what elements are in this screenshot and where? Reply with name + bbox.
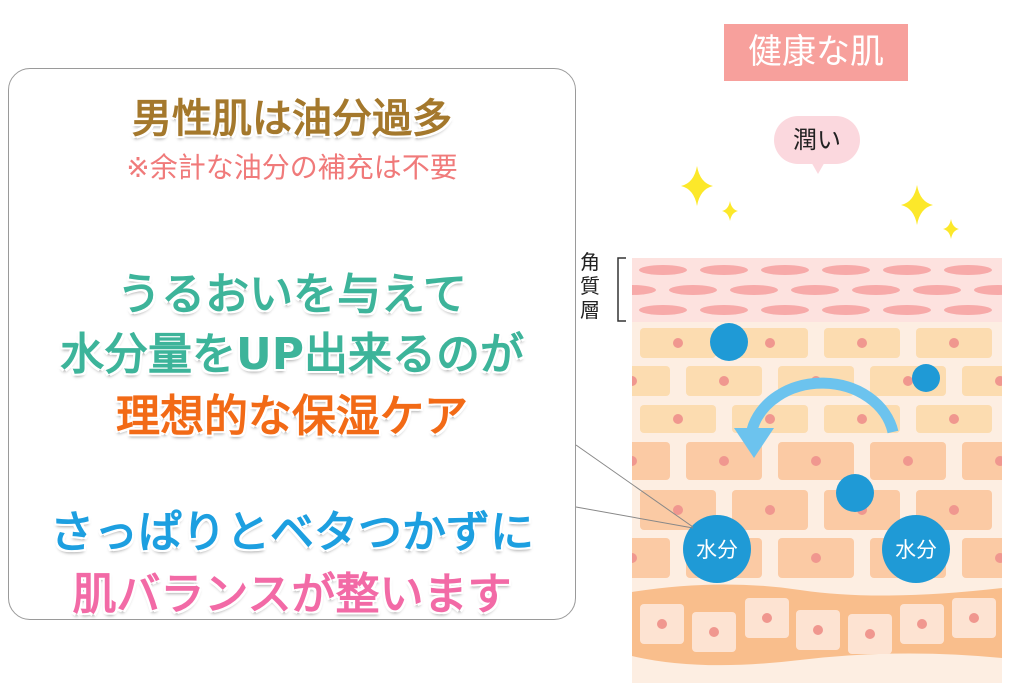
- corneum-cell: [822, 265, 870, 275]
- nucleus: [673, 338, 683, 348]
- corneum-cell: [852, 285, 900, 295]
- pointer-line: [575, 444, 694, 528]
- water-droplet-icon: [912, 364, 940, 392]
- sparkle-icon: [722, 201, 738, 221]
- nucleus: [765, 414, 775, 424]
- corneum-cell: [578, 265, 626, 275]
- sparkle-icon: [943, 219, 959, 239]
- nucleus: [903, 456, 913, 466]
- pink-line: 肌バランスが整います: [72, 569, 512, 620]
- cell: [962, 366, 1002, 396]
- nucleus: [673, 505, 683, 515]
- corneum-cell: [578, 305, 626, 315]
- green-line-1: うるおいを与えて: [117, 269, 467, 320]
- corneum-cell: [669, 285, 717, 295]
- cell: [962, 538, 1002, 578]
- corneum-cell: [761, 305, 809, 315]
- nucleus: [995, 376, 1002, 386]
- corneum-cell: [632, 285, 656, 295]
- nucleus: [949, 338, 959, 348]
- nucleus: [813, 625, 823, 635]
- nucleus: [995, 456, 1002, 466]
- sparkle-icon: [681, 166, 713, 206]
- arrow-head-icon: [734, 428, 774, 458]
- corneum-cell: [944, 265, 992, 275]
- nucleus: [709, 627, 719, 637]
- water-label: 水分: [696, 538, 738, 562]
- skin-layers: [578, 258, 1024, 683]
- nucleus: [865, 629, 875, 639]
- green-line-2: 水分量をUP出来るのが: [60, 329, 524, 380]
- message-panel: [8, 68, 576, 620]
- corneum-cell: [639, 265, 687, 275]
- nucleus: [632, 553, 637, 563]
- cell: [632, 366, 670, 396]
- nucleus: [762, 613, 772, 623]
- corneum-cell: [883, 305, 931, 315]
- corneum-cell: [730, 285, 778, 295]
- healthy-skin-header: 健康な肌: [724, 24, 908, 81]
- water-circle: [882, 515, 950, 583]
- nucleus: [719, 376, 729, 386]
- sparkle-icon: [901, 185, 933, 225]
- nucleus: [632, 376, 637, 386]
- nucleus: [949, 414, 959, 424]
- nucleus: [673, 414, 683, 424]
- corneum-cell: [761, 265, 809, 275]
- corneum-cell: [700, 305, 748, 315]
- pointer-line: [575, 506, 694, 529]
- label-char: 層: [580, 298, 600, 322]
- nucleus: [632, 456, 637, 466]
- nucleus: [903, 376, 913, 386]
- corneum-cell: [883, 265, 931, 275]
- water-droplet-icon: [710, 323, 748, 361]
- corneum-cell: [639, 305, 687, 315]
- water-circle: [683, 515, 751, 583]
- water-label: 水分: [895, 538, 937, 562]
- nucleus: [811, 553, 821, 563]
- orange-line: 理想的な保湿ケア: [116, 391, 468, 442]
- stratum-corneum-label: 角 質 層: [580, 250, 604, 322]
- blue-line: さっぱりとベタつかずに: [50, 507, 534, 558]
- corneum-cell: [974, 285, 1002, 295]
- moisture-bubble: 潤い: [774, 116, 860, 174]
- nucleus: [657, 619, 667, 629]
- panel-title: 男性肌は油分過多: [132, 96, 452, 142]
- cell: [1008, 490, 1024, 530]
- corneum-cell: [791, 285, 839, 295]
- nucleus: [765, 338, 775, 348]
- panel-subtitle: ※余計な油分の補充は不要: [126, 151, 458, 184]
- nucleus: [857, 414, 867, 424]
- cell: [962, 442, 1002, 480]
- nucleus: [811, 456, 821, 466]
- nucleus: [949, 505, 959, 515]
- nucleus: [719, 456, 729, 466]
- nucleus: [917, 619, 927, 629]
- cell: [1008, 328, 1024, 358]
- cell: [1008, 405, 1024, 433]
- nucleus: [969, 613, 979, 623]
- corneum-cell: [913, 285, 961, 295]
- nucleus: [765, 505, 775, 515]
- cell: [632, 442, 670, 480]
- cell: [632, 538, 670, 578]
- label-char: 質: [580, 274, 600, 298]
- nucleus: [995, 553, 1002, 563]
- corneum-cell: [822, 305, 870, 315]
- layer-bracket: [617, 257, 626, 322]
- water-droplet-icon: [836, 474, 874, 512]
- circular-arrow-icon: [746, 377, 899, 434]
- nucleus: [857, 338, 867, 348]
- corneum-cell: [700, 265, 748, 275]
- label-char: 角: [580, 250, 600, 274]
- corneum-cell: [944, 305, 992, 315]
